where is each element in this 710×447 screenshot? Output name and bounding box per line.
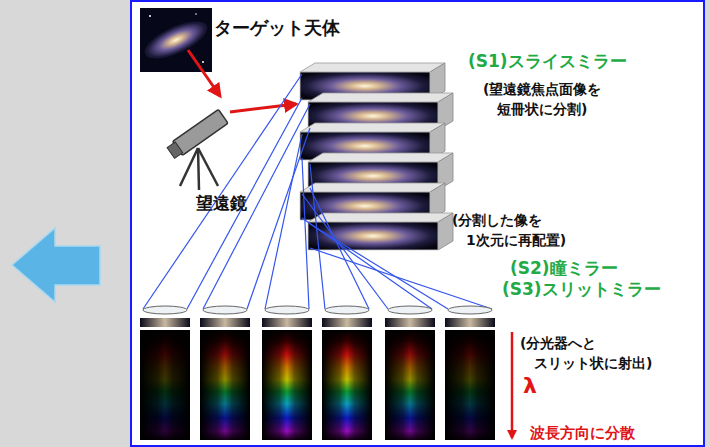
part-name: (S1)スライスミラー [468,51,627,71]
note: (望遠鏡焦点面像を 短冊状に分割) [483,79,644,119]
target-title: ターゲット天体 [214,18,340,38]
galaxy-image [140,8,213,72]
light-arrow [188,50,220,96]
note: (分割した像を 1次元に再配置) [452,210,592,250]
note: (分光器へと スリット状に射出) [520,333,674,373]
axis-label: 波長方向に分散 [530,423,635,443]
telescope-icon [166,109,228,190]
part-name: (S2)瞳ミラー [510,258,618,278]
left-arrow [12,228,100,302]
part-name: 望遠鏡 [196,193,247,213]
pupil-mirrors [140,74,495,440]
panel-frame [131,1,704,446]
wavelength-arrow [511,332,514,438]
light-arrow [230,104,296,112]
wavelength-symbol: λ [523,376,537,396]
part-name: (S3)スリットミラー [502,279,661,299]
